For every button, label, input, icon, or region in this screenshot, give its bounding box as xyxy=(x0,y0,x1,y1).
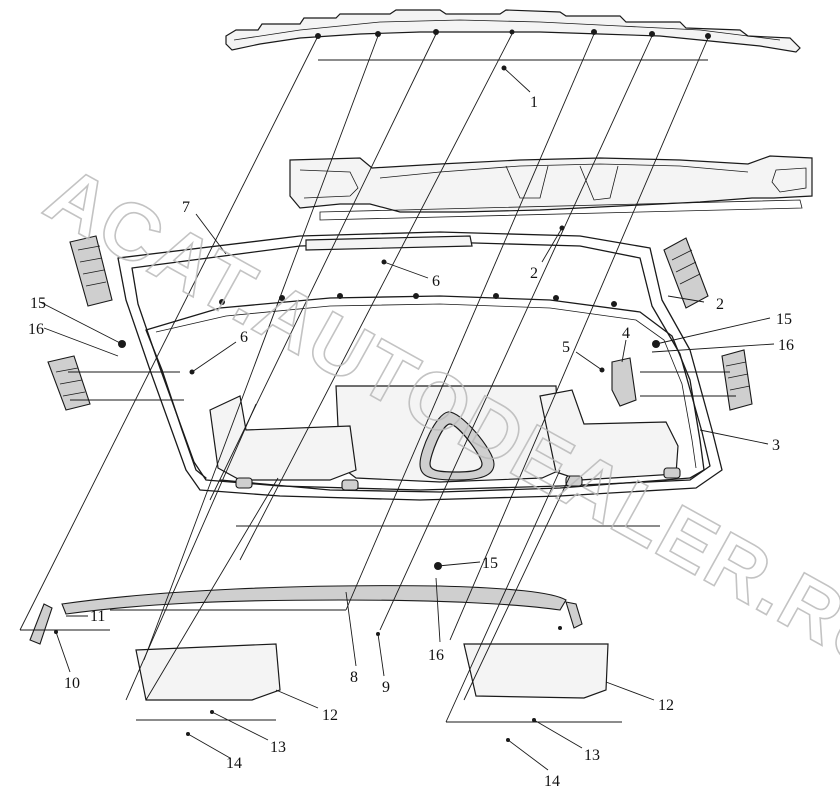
callout-6-upper: 6 xyxy=(432,273,440,290)
callout-4: 4 xyxy=(622,325,630,342)
upper-reinforcement-panel xyxy=(289,155,813,221)
callout-13-right: 13 xyxy=(584,747,600,764)
callout-12-left: 12 xyxy=(322,707,338,724)
part-3-liftgate-frame xyxy=(117,231,723,501)
callout-8: 8 xyxy=(350,669,358,686)
part-11-left-end-cap xyxy=(29,601,583,645)
callout-7: 7 xyxy=(182,199,190,216)
callout-labels: 1 2 2 3 4 5 6 6 7 8 9 10 11 12 12 13 13 … xyxy=(28,94,794,790)
part-6-upper-trim-bar xyxy=(305,235,473,251)
right-hinge-bracket-lower xyxy=(721,349,753,411)
callout-13-left: 13 xyxy=(270,739,286,756)
callout-leaders xyxy=(39,67,775,771)
callout-12-right: 12 xyxy=(658,697,674,714)
callout-14-right: 14 xyxy=(544,773,560,790)
part-12-left-trim-panel xyxy=(135,643,281,701)
callout-9: 9 xyxy=(382,679,390,696)
left-hinge-bracket-lower xyxy=(47,355,91,411)
part-4-bracket-clip xyxy=(611,357,637,407)
callout-2-right: 2 xyxy=(716,296,724,313)
callout-11: 11 xyxy=(90,608,105,625)
callout-16-left: 16 xyxy=(28,321,44,338)
callout-10: 10 xyxy=(64,675,80,692)
callout-1: 1 xyxy=(530,94,538,111)
assembly-guide-lines xyxy=(19,33,736,723)
part-12-right-trim-panel xyxy=(463,643,609,699)
callout-15-center: 15 xyxy=(482,555,498,572)
callout-3: 3 xyxy=(772,437,780,454)
part-8-lower-strip xyxy=(61,585,567,615)
callout-16-center: 16 xyxy=(428,647,444,664)
right-hinge-bracket-upper xyxy=(663,237,709,309)
callout-6-left: 6 xyxy=(240,329,248,346)
callout-15-left: 15 xyxy=(30,295,46,312)
callout-14-left: 14 xyxy=(226,755,242,772)
left-hinge-bracket-upper xyxy=(69,235,113,307)
callout-15-right: 15 xyxy=(776,311,792,328)
callout-16-right: 16 xyxy=(778,337,794,354)
lower-inner-panel xyxy=(209,385,681,491)
callout-5: 5 xyxy=(562,339,570,356)
callout-2-center: 2 xyxy=(530,265,538,282)
